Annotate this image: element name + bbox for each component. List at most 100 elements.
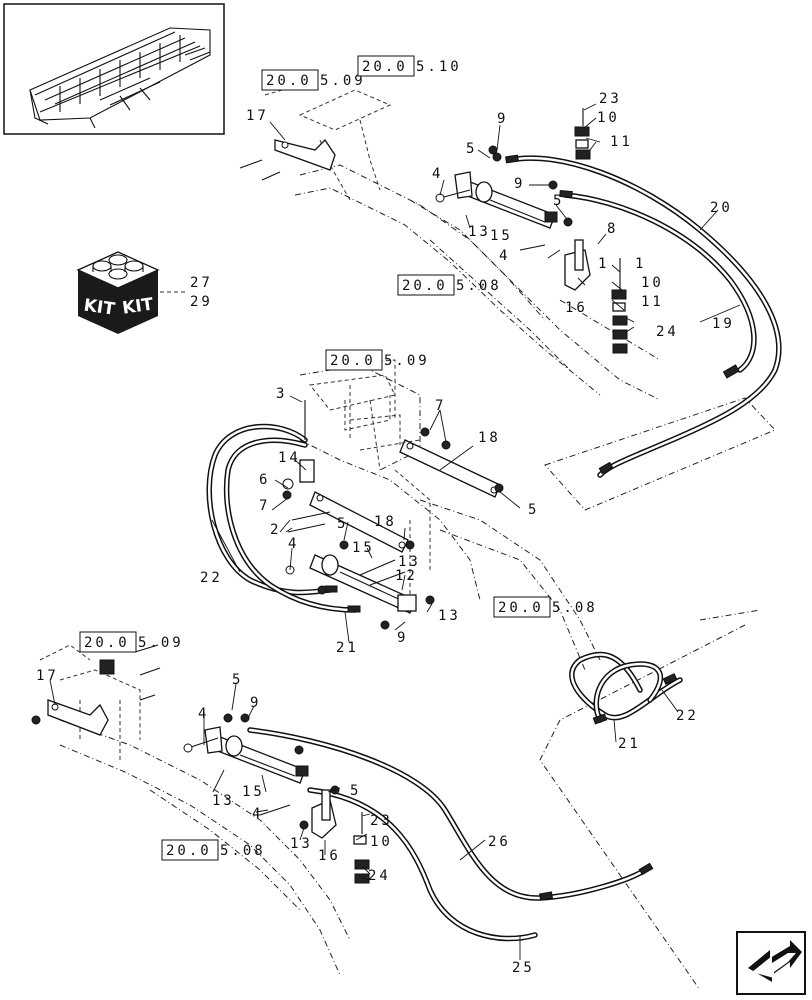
callout-22: 22	[200, 570, 223, 586]
callout-4b: 4	[499, 248, 510, 264]
ref-rest-text: 5.09	[320, 73, 366, 89]
callout-13d: 13	[212, 793, 235, 809]
bolts-top	[239, 145, 573, 251]
ref-rest-text: 5.08	[456, 278, 502, 294]
clamps-bottom	[353, 812, 370, 884]
ref-20-05-09-bottom[interactable]: 20.0 5.09	[79, 631, 184, 653]
callout-9b: 9	[514, 176, 525, 192]
callout-5: 5	[466, 141, 477, 157]
callout-4d: 4	[198, 706, 209, 722]
block-14[interactable]	[299, 459, 315, 483]
ref-box-text: 20.0	[266, 73, 312, 89]
callout-9: 9	[497, 111, 508, 127]
ref-20-05-09-top[interactable]: 20.0 5.09	[261, 69, 366, 91]
callout-2: 2	[270, 522, 281, 538]
callout-5b: 5	[553, 193, 564, 209]
ref-20-05-08-bottom[interactable]: 20.0 5.08	[161, 839, 266, 861]
callout-5f: 5	[350, 783, 361, 799]
frame-outline-bottom	[39, 644, 351, 976]
ref-box-text: 20.0	[166, 843, 212, 859]
callout-24: 24	[656, 324, 679, 340]
cylinder-15-top[interactable]	[454, 171, 558, 229]
hose-21[interactable]	[223, 437, 664, 723]
callout-1b: 1	[635, 256, 646, 272]
ref-box-text: 20.0	[84, 635, 130, 651]
ref-20-05-08-middle[interactable]: 20.0 5.08	[493, 596, 598, 618]
callout-5c: 5	[528, 502, 539, 518]
link-18-upper[interactable]	[399, 439, 501, 498]
callout-24b: 24	[368, 868, 391, 884]
cylinder-15-bottom[interactable]	[204, 726, 309, 784]
callout-19: 19	[712, 316, 735, 332]
callout-13b: 13	[398, 554, 421, 570]
ref-20-05-08-top[interactable]: 20.0 5.08	[397, 274, 502, 296]
hose-22[interactable]	[206, 423, 683, 721]
callout-23b: 23	[370, 813, 393, 829]
callout-10c: 10	[370, 834, 393, 850]
kit-label-right: KIT	[121, 295, 155, 319]
callout-8: 8	[607, 221, 618, 237]
bracket-16-bottom[interactable]	[311, 789, 337, 839]
callout-11b: 11	[641, 294, 664, 310]
callout-22b: 22	[676, 708, 699, 724]
callout-25: 25	[512, 960, 535, 976]
callout-27: 27	[190, 275, 213, 291]
callout-15: 15	[490, 228, 513, 244]
ref-box-text: 20.0	[362, 59, 408, 75]
ref-rest-text: 5.10	[416, 59, 462, 75]
hose-19[interactable]	[562, 192, 757, 373]
ref-20-05-10[interactable]: 20.0 5.10	[357, 55, 462, 77]
ref-20-05-09-middle[interactable]: 20.0 5.09	[325, 349, 430, 371]
frame-outline-middle	[299, 359, 776, 991]
clamps-top	[574, 108, 628, 354]
callout-6: 6	[259, 472, 270, 488]
callout-17: 17	[246, 108, 269, 124]
callout-21b: 21	[618, 736, 641, 752]
callout-9d: 9	[250, 695, 261, 711]
callout-29: 29	[190, 294, 213, 310]
hose-26[interactable]	[247, 727, 648, 901]
kit-label-left: KIT	[82, 296, 116, 320]
callout-1: 1	[598, 256, 609, 272]
callout-16b: 16	[318, 848, 341, 864]
callout-23: 23	[599, 91, 622, 107]
callout-9c: 9	[397, 630, 408, 646]
callout-13c: 13	[438, 608, 461, 624]
next-page-arrow-icon[interactable]	[736, 931, 806, 995]
callout-3: 3	[276, 386, 287, 402]
ref-box-text: 20.0	[330, 353, 376, 369]
callout-4: 4	[432, 166, 443, 182]
header-thumbnail[interactable]	[3, 3, 225, 135]
callout-10: 10	[597, 110, 620, 126]
callout-7b: 7	[259, 498, 270, 514]
hose-20[interactable]	[507, 155, 782, 478]
link-18-lower[interactable]	[309, 491, 409, 553]
callout-11: 11	[610, 134, 633, 150]
callout-10b: 10	[641, 275, 664, 291]
callout-4c: 4	[288, 536, 299, 552]
callout-4e: 4	[252, 806, 263, 822]
callout-5e: 5	[232, 672, 243, 688]
callout-13: 13	[468, 224, 491, 240]
callout-12: 12	[395, 568, 418, 584]
callout-18: 18	[478, 430, 501, 446]
callout-16: 16	[565, 300, 588, 316]
callout-13e: 13	[290, 836, 313, 852]
callout-21: 21	[336, 640, 359, 656]
leader-lines	[49, 103, 741, 960]
callout-5d: 5	[337, 516, 348, 532]
callout-17b: 17	[36, 668, 59, 684]
bracket-16-top[interactable]	[564, 239, 591, 291]
callout-15b: 15	[352, 540, 375, 556]
bracket-17-bottom[interactable]	[47, 699, 109, 736]
callout-20: 20	[710, 200, 733, 216]
kit-box: KIT KIT	[76, 251, 188, 334]
ref-box-text: 20.0	[498, 600, 544, 616]
bracket-17-top[interactable]	[274, 138, 336, 171]
callout-18b: 18	[374, 514, 397, 530]
cylinder-15-middle[interactable]	[309, 554, 417, 614]
callout-15c: 15	[242, 784, 265, 800]
hose-25[interactable]	[307, 787, 538, 942]
hose-fittings	[324, 154, 740, 901]
